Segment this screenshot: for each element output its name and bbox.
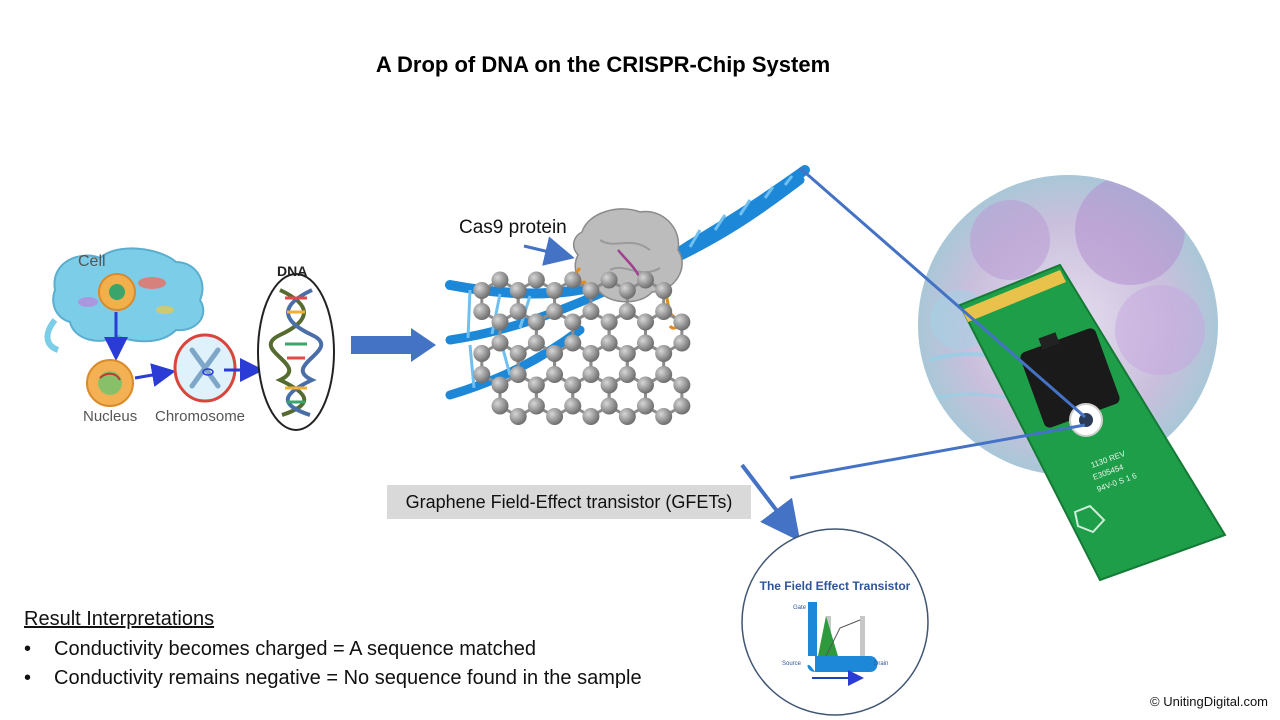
graphene-atom (655, 345, 673, 362)
graphene-atom (600, 397, 618, 415)
graphene-atom (527, 313, 545, 331)
block-arrow (351, 328, 436, 362)
graphene-atom (618, 282, 636, 299)
graphene-atom (473, 366, 491, 383)
graphene-atom (564, 313, 582, 331)
graphene-atom (509, 345, 527, 362)
cell-label: Cell (78, 253, 106, 270)
graphene-atom (673, 397, 691, 415)
nucleus-to-chromosome-arrow (134, 363, 176, 387)
graphene-atom (491, 271, 509, 289)
result-item: • Conductivity remains negative = No sequ… (24, 667, 642, 690)
fet-drain-label: Drain (874, 661, 888, 667)
bullet: • (24, 667, 32, 689)
bullet: • (24, 638, 32, 660)
connector-line-bottom (789, 423, 1086, 480)
connector-line-top (799, 166, 1086, 419)
graphene-atom (473, 345, 491, 362)
graphene-atom (655, 303, 673, 320)
fet-inset-title: The Field Effect Transistor (760, 579, 911, 593)
graphene-atom (546, 282, 564, 299)
graphene-atom (582, 303, 600, 320)
dna-oval (257, 273, 335, 431)
graphene-lattice (473, 271, 691, 425)
graphene-atom (509, 303, 527, 320)
graphene-atom (600, 313, 618, 331)
graphene-atom (655, 282, 673, 299)
graphene-atom (473, 282, 491, 299)
graphene-atom (491, 397, 509, 415)
result-item-text: Conductivity remains negative = No seque… (54, 667, 642, 689)
cell-illustration (44, 247, 205, 353)
graphene-atom (618, 366, 636, 383)
result-heading: Result Interpretations (24, 608, 215, 630)
fet-source-label: Source (782, 661, 802, 667)
graphene-atom (655, 366, 673, 383)
fet-gate-label: Gate (793, 605, 807, 611)
graphene-atom (582, 345, 600, 362)
graphene-atom (527, 271, 545, 289)
graphene-atom (673, 334, 691, 352)
graphene-atom (546, 345, 564, 362)
chromosome-label: Chromosome (155, 408, 245, 425)
graphene-atom (655, 408, 673, 425)
graphene-atom (636, 271, 654, 289)
graphene-atom (527, 376, 545, 394)
graphene-atom (564, 271, 582, 289)
fet-inset (741, 528, 929, 716)
graphene-atom (582, 366, 600, 383)
dna-label: DNA (277, 263, 307, 279)
chromosome-illustration (173, 333, 237, 403)
graphene-atom (527, 397, 545, 415)
graphene-atom (546, 303, 564, 320)
graphene-atom (636, 334, 654, 352)
graphene-atom (564, 397, 582, 415)
graphene-atom (582, 408, 600, 425)
graphene-atom (600, 271, 618, 289)
graphene-atom (473, 303, 491, 320)
graphene-atom (636, 313, 654, 331)
cas9-label: Cas9 protein (459, 217, 567, 238)
graphene-atom (673, 313, 691, 331)
gfet-label: Graphene Field-Effect transistor (GFETs) (387, 485, 751, 519)
page-title: A Drop of DNA on the CRISPR-Chip System (375, 52, 831, 77)
graphene-atom (509, 282, 527, 299)
graphene-atom (546, 408, 564, 425)
graphene-atom (491, 313, 509, 331)
graphene-atom (564, 376, 582, 394)
graphene-atom (509, 408, 527, 425)
fet-arrow (740, 463, 801, 542)
graphene-atom (600, 334, 618, 352)
graphene-atom (618, 303, 636, 320)
result-item: • Conductivity becomes charged = A sequen… (24, 638, 536, 661)
nucleus-illustration (86, 359, 134, 407)
nucleus-label: Nucleus (83, 408, 137, 425)
graphene-atom (600, 376, 618, 394)
graphene-atom (509, 366, 527, 383)
graphene-atom (527, 334, 545, 352)
chip-photo (918, 175, 1227, 582)
graphene-atom (636, 397, 654, 415)
copyright-notice: © UnitingDigital.com (1150, 694, 1268, 709)
graphene-atom (491, 334, 509, 352)
graphene-atom (491, 376, 509, 394)
graphene-atom (673, 376, 691, 394)
graphene-atom (582, 282, 600, 299)
graphene-atom (618, 408, 636, 425)
graphene-atom (564, 334, 582, 352)
graphene-atom (636, 376, 654, 394)
result-item-text: Conductivity becomes charged = A sequenc… (54, 638, 536, 660)
graphene-atom (546, 366, 564, 383)
graphene-atom (618, 345, 636, 362)
cas9-arrow (523, 236, 575, 266)
